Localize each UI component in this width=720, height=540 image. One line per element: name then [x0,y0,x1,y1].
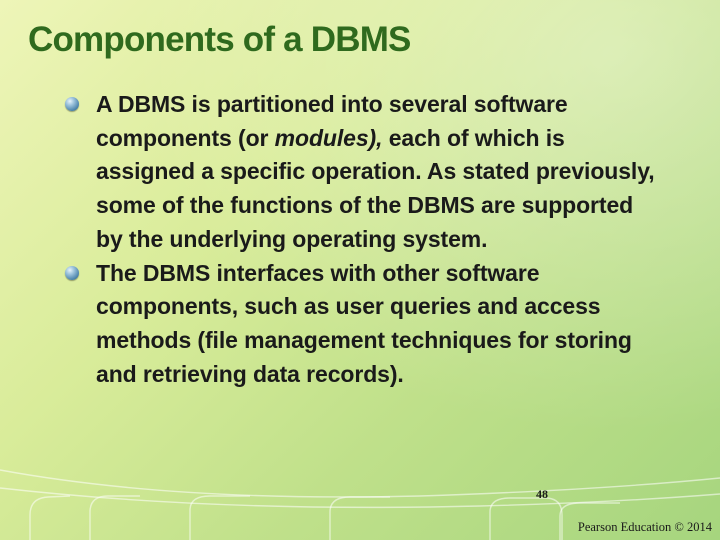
bullet-text-segment: A DBMS is partitioned into several softw… [96,91,568,151]
bullet-item: The DBMS interfaces with other software … [62,257,662,392]
blue-sphere-bullet-icon [65,265,79,280]
slide-title: Components of a DBMS [28,20,411,59]
copyright-footer: Pearson Education © 2014 [577,520,712,534]
bullet-text-italic-segment: modules), [274,124,383,151]
bullet-text: The DBMS interfaces with other software … [96,260,632,387]
bullet-text-segment: each of which is assigned a specific ope… [96,124,655,252]
bullet-text: A DBMS is partitioned into several softw… [96,91,655,252]
blue-sphere-bullet-icon [65,97,79,111]
bullet-text-segment: The DBMS interfaces with other software … [96,259,632,387]
page-number: 48 [536,487,548,501]
bullet-list: A DBMS is partitioned into several softw… [62,88,662,391]
bullet-item: A DBMS is partitioned into several softw… [62,88,662,257]
